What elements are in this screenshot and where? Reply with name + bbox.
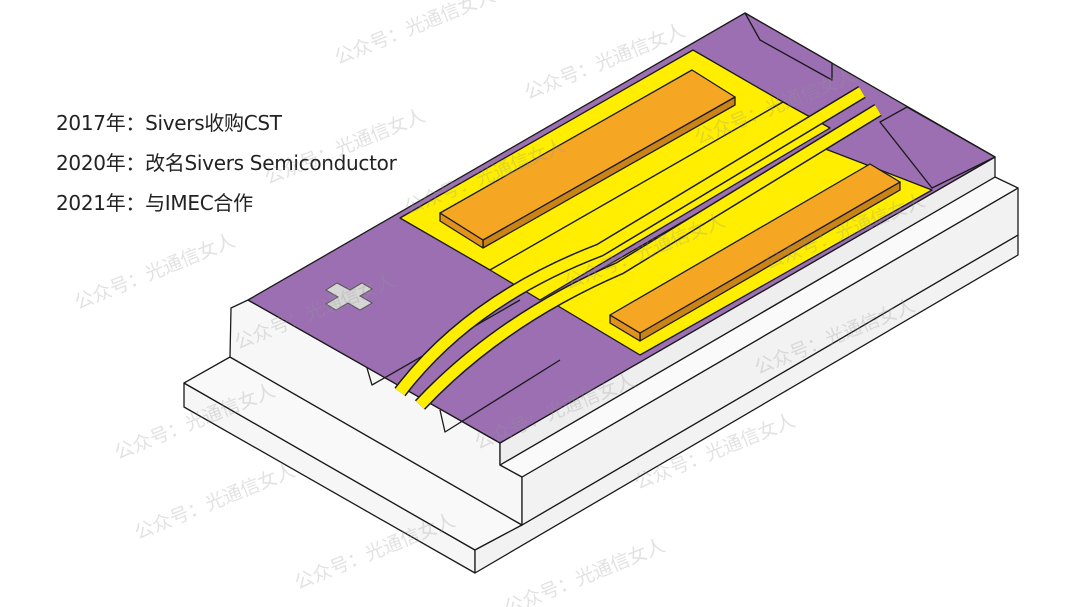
waveguide-outer-fill: [395, 87, 865, 396]
slit-line: [439, 359, 561, 433]
timeline-entry: 2020年：改名Sivers Semiconductor: [56, 151, 397, 175]
base-front-face: [474, 234, 1019, 574]
timeline-entry: 2021年：与IMEC合作: [56, 191, 253, 215]
purple-raised-back: [744, 12, 833, 81]
purple-raised-right: [879, 106, 996, 189]
company-timeline: 2017年：Sivers收购CST 2020年：改名Sivers Semicon…: [56, 103, 397, 223]
waveguide-inner-fill: [415, 105, 881, 409]
alignment-cross-icon: [325, 282, 373, 311]
lower-orange-bar: [609, 163, 901, 334]
upper-orange-bar: [439, 69, 736, 241]
timeline-entry: 2017年：Sivers收购CST: [56, 111, 282, 135]
